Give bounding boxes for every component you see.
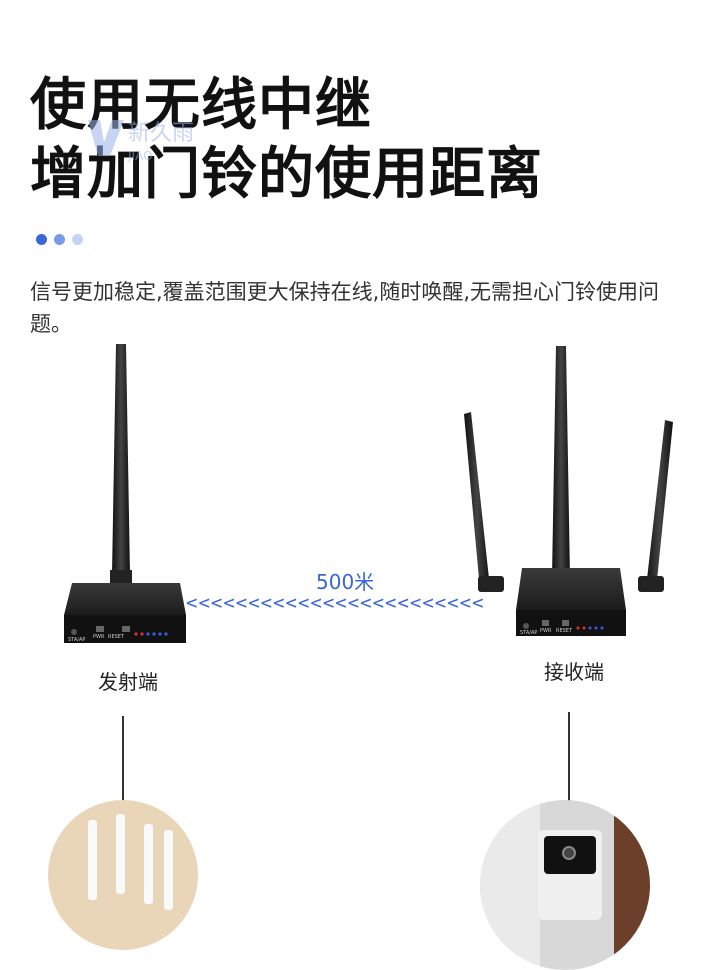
- transmitter-label: 发射端: [98, 670, 158, 694]
- receiver-label: 接收端: [544, 660, 604, 684]
- headline-line2: 增加门铃的使用距离: [30, 142, 543, 207]
- receiver-device: STA/AP PWR RESET: [464, 346, 673, 636]
- transmitter-device: STA/AP PWR RESET: [64, 344, 186, 643]
- svg-text:STA/AP: STA/AP: [68, 637, 85, 643]
- svg-text:JIAO: JIAO: [127, 149, 153, 163]
- dot-2: [54, 234, 65, 245]
- svg-text:新久雨: 新久雨: [128, 121, 194, 146]
- pagination-dots: [36, 234, 83, 245]
- dot-1: [36, 234, 47, 245]
- receiver-connector-line: [568, 712, 570, 804]
- doorbell-photo-thumbnail: [480, 800, 650, 970]
- signal-arrows: <<<<<<<<<<<<<<<<<<<<<<<<: [186, 592, 485, 614]
- svg-text:STA/AP: STA/AP: [520, 630, 537, 636]
- svg-text:RESET: RESET: [108, 634, 125, 640]
- brand-watermark-logo: 新久雨 JIAO: [88, 120, 194, 163]
- router-photo-thumbnail: [48, 800, 198, 950]
- description-text: 信号更加稳定,覆盖范围更大保持在线,随时唤醒,无需担心门铃使用问题。: [30, 280, 660, 336]
- svg-text:PWR: PWR: [93, 634, 105, 640]
- svg-text:RESET: RESET: [556, 628, 573, 634]
- transmitter-connector-line: [122, 716, 124, 806]
- svg-text:PWR: PWR: [540, 628, 552, 634]
- distance-label: 500米: [316, 570, 375, 594]
- headline-line1: 使用无线中继: [30, 73, 372, 138]
- dot-3: [72, 234, 83, 245]
